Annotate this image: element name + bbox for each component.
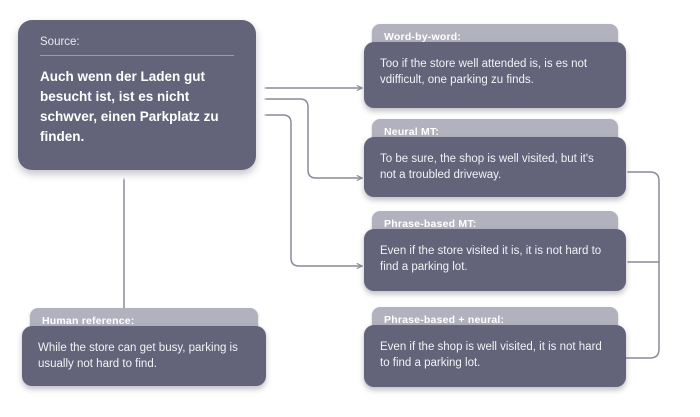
card-text: Even if the shop is well visited, it is … bbox=[380, 341, 602, 369]
card-text: Too if the store well attended is, is es… bbox=[380, 58, 588, 86]
card-header-label: Neural MT: bbox=[384, 126, 440, 138]
source-label: Source: bbox=[40, 36, 80, 48]
source-card-body: Source: Auch wenn der Laden gut besucht … bbox=[18, 20, 256, 170]
card-body-human-reference: While the store can get busy, parking is… bbox=[22, 326, 266, 386]
card-human-reference: Human reference: While the store can get… bbox=[22, 308, 266, 386]
source-card: Source: Auch wenn der Laden gut besucht … bbox=[9, 11, 265, 179]
connector-source-to-neural-mt bbox=[257, 98, 363, 181]
card-phrase-based-neural: Phrase-based + neural: Even if the shop … bbox=[364, 307, 626, 387]
connector-neural-to-phrase-neural bbox=[609, 171, 660, 361]
card-body-phrase-based-neural: Even if the shop is well visited, it is … bbox=[364, 325, 626, 387]
source-divider bbox=[40, 55, 234, 56]
card-header-label: Phrase-based + neural: bbox=[384, 314, 505, 326]
card-body-word-by-word: Too if the store well attended is, is es… bbox=[364, 42, 626, 108]
card-header-label: Word-by-word: bbox=[384, 31, 462, 43]
card-body-phrase-based-mt: Even if the store visited it is, it is n… bbox=[364, 229, 626, 291]
card-text: While the store can get busy, parking is… bbox=[38, 342, 238, 370]
card-word-by-word: Word-by-word: Too if the store well atte… bbox=[364, 24, 626, 108]
card-header-label: Human reference: bbox=[42, 315, 135, 327]
connector-source-to-phrase-based-mt bbox=[257, 114, 363, 269]
card-text: To be sure, the shop is well visited, bu… bbox=[380, 153, 594, 181]
card-body-neural-mt: To be sure, the shop is well visited, bu… bbox=[364, 137, 626, 197]
card-phrase-based-mt: Phrase-based MT: Even if the store visit… bbox=[364, 211, 626, 291]
card-header-label: Phrase-based MT: bbox=[384, 218, 477, 230]
source-text: Auch wenn der Laden gut besucht ist, ist… bbox=[40, 69, 219, 144]
card-text: Even if the store visited it is, it is n… bbox=[380, 245, 602, 273]
card-neural-mt: Neural MT: To be sure, the shop is well … bbox=[364, 119, 626, 197]
